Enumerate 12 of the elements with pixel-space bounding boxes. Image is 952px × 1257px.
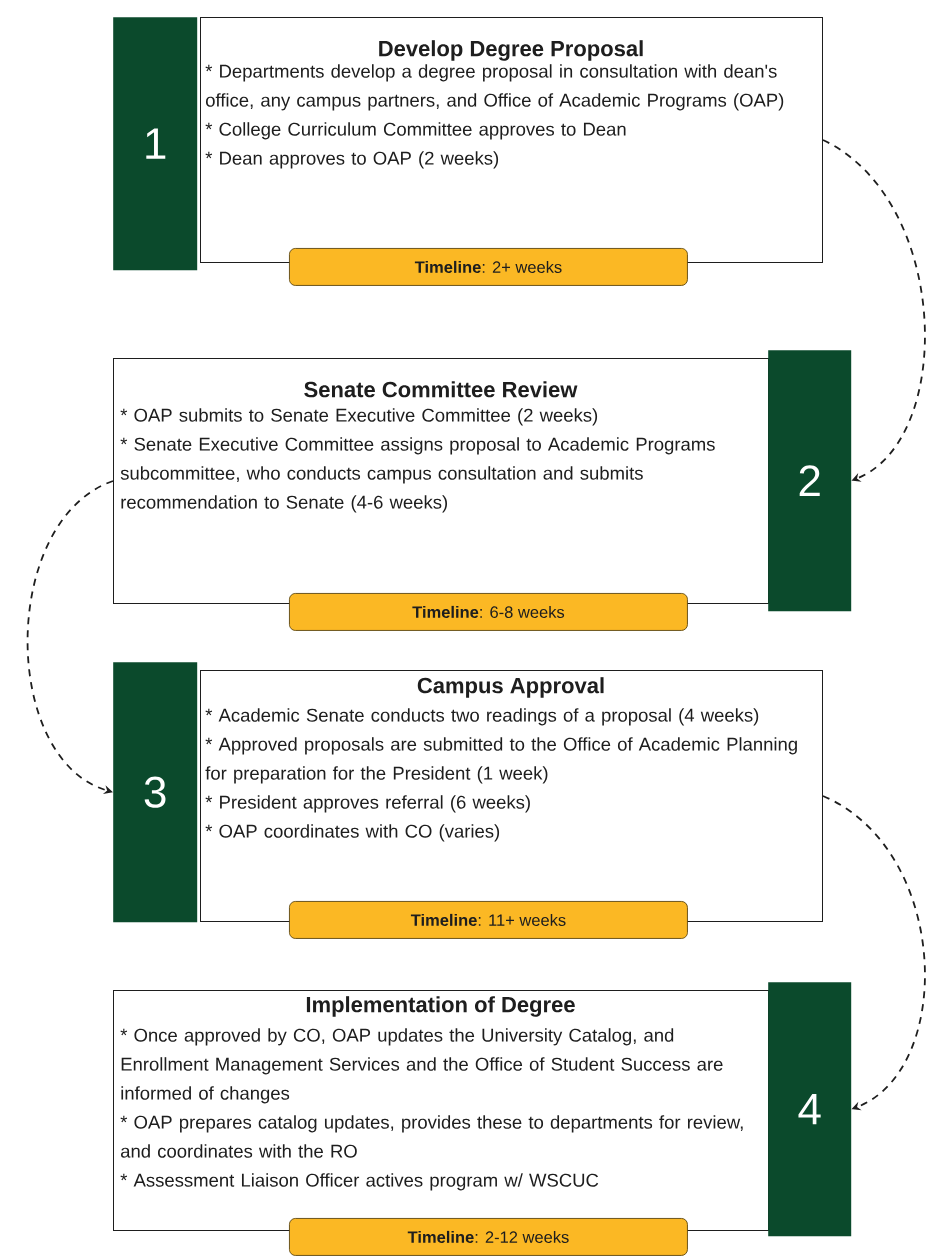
timeline-pill: Timeline: 2-12 weeks [289,1218,688,1256]
step-number-tab: 1 [113,17,198,271]
timeline-pill: Timeline: 6-8 weeks [289,593,688,631]
timeline-pill: Timeline: 2+ weeks [289,248,688,286]
step-box: Senate Committee Review * OAP submits to Senate Executive Committee (2 weeks) * Senate Executive Committee assigns proposal to Academic Programs subcommittee, who conducts campus consultation and submits recommendation to Senate (4-6 weeks) [113,358,769,604]
dashed-arrow [822,139,926,482]
step-number-tab: 3 [113,662,198,923]
step-number-tab: 2 [768,350,852,612]
step-number-tab: 4 [768,982,852,1237]
step-box: Implementation of Degree * Once approved by CO, OAP updates the University Catalog, and Enrollment Management Services and the Office of Student Success are informed of changes * OAP prepares catalog updates, provides these to departments for review, and coordinates with the RO * Assessment Liaison Officer actives program w/ WSCUC [113,990,769,1231]
dashed-arrow [822,795,926,1111]
timeline-pill: Timeline: 11+ weeks [289,901,688,939]
